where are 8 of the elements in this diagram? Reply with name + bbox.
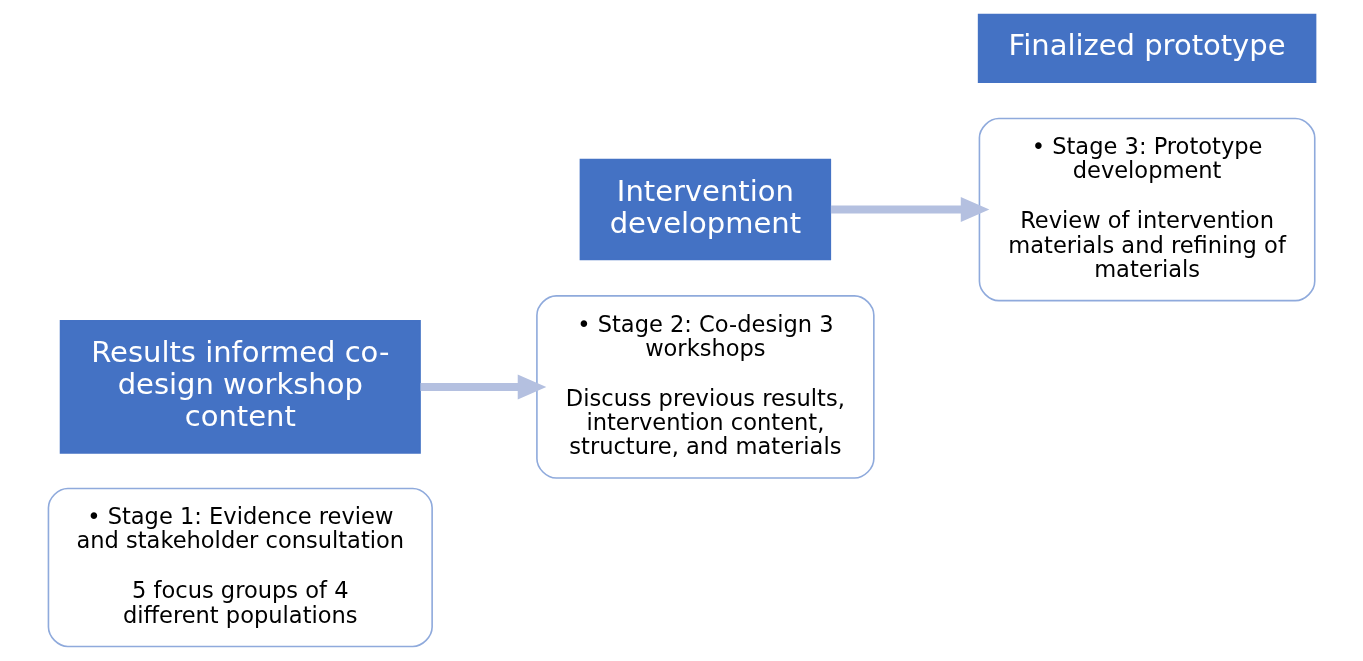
node-box: • Stage 2: Co-design 3 workshops Discuss previous results, intervention content, structure, and materials (535, 295, 875, 479)
arrow (419, 374, 546, 400)
node-box: Intervention development (579, 158, 831, 261)
node-box: • Stage 1: Evidence review and stakeholder consultation 5 focus groups of 4 different populations (47, 487, 433, 648)
node-box: • Stage 3: Prototype development Review of intervention materials and refining of materials (978, 117, 1316, 302)
arrow (830, 197, 989, 223)
node-box: Results informed co-design workshop content (59, 320, 421, 454)
node-box: Finalized prototype (977, 13, 1316, 84)
